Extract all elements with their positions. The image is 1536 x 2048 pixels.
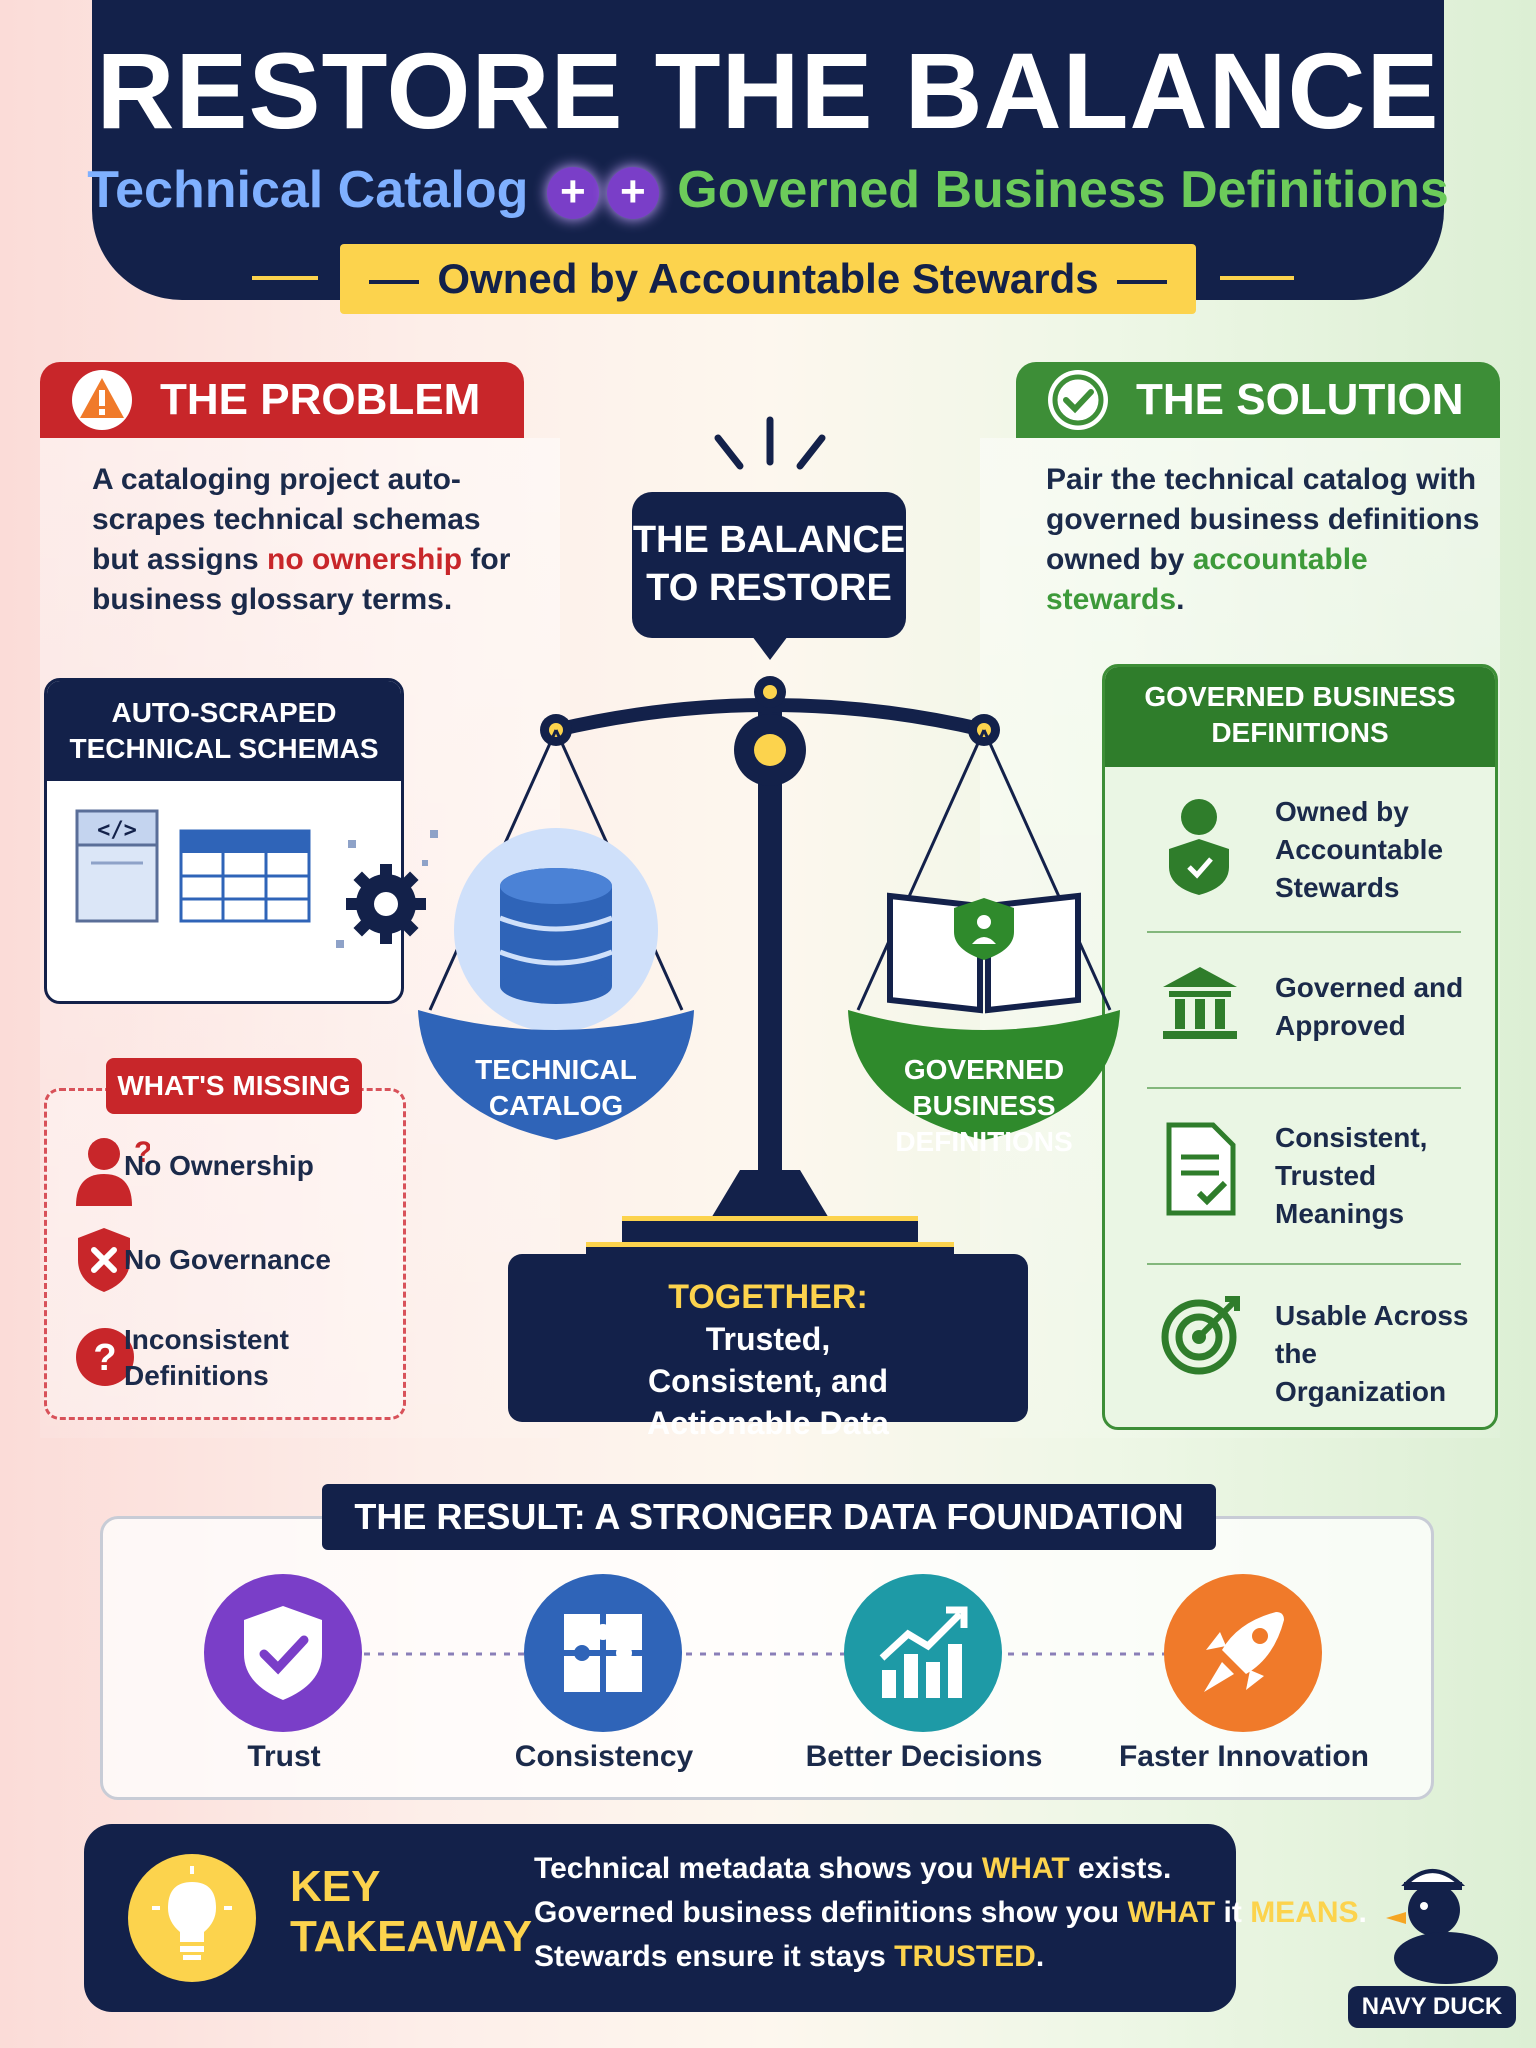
takeaway-line-3: Stewards ensure it stays TRUSTED. (534, 1940, 1045, 1973)
person-question-icon: ? (76, 1136, 150, 1206)
result-label: Better Decisions (805, 1740, 1043, 1773)
governed-definitions-card: GOVERNED BUSINESS DEFINITIONS Owned by A… (1102, 664, 1498, 1430)
warning-icon (72, 370, 132, 430)
result-label: Consistency (514, 1740, 694, 1773)
together-label: TOGETHER: (668, 1278, 868, 1316)
problem-description: A cataloging project auto-scrapes techni… (92, 460, 532, 620)
building-icon (1163, 967, 1237, 1039)
divider (1147, 1087, 1461, 1089)
whats-missing-title: WHAT'S MISSING (106, 1058, 362, 1114)
result-title: THE RESULT: A STRONGER DATA FOUNDATION (322, 1484, 1216, 1550)
governed-item: Governed and Approved (1275, 972, 1464, 1041)
governed-card-title: GOVERNED BUSINESS DEFINITIONS (1105, 667, 1495, 767)
ribbon-dash-left (252, 276, 318, 280)
governed-item: Owned by Accountable Stewards (1275, 796, 1444, 903)
problem-text-1: A cataloging project auto-scrapes techni… (92, 463, 481, 576)
divider (1147, 931, 1461, 933)
ribbon-dash-right (1220, 276, 1294, 280)
takeaway-title-2: TAKEAWAY (290, 1912, 533, 1961)
ribbon-text: Owned by Accountable Stewards (437, 255, 1099, 302)
subtitle-right: Governed Business Definitions (677, 161, 1449, 219)
problem-header: THE PROBLEM (40, 362, 524, 438)
solution-header: THE SOLUTION (1016, 362, 1500, 438)
governed-definitions-label: GOVERNED BUSINESS DEFINITIONS (895, 1054, 1073, 1157)
balance-scale-illustration (418, 416, 1120, 1272)
missing-item: No Ownership (124, 1150, 314, 1181)
lightbulb-icon (128, 1854, 256, 1982)
divider (1147, 1263, 1461, 1265)
shield-check-icon (244, 1606, 322, 1700)
solution-title: THE SOLUTION (1136, 375, 1464, 424)
puzzle-icon (564, 1614, 642, 1692)
target-icon (1161, 1296, 1240, 1375)
together-box: TOGETHER: Trusted, Consistent, and Actio… (508, 1254, 1028, 1441)
check-circle-icon (1048, 370, 1108, 430)
subtitle-left: Technical Catalog (87, 161, 529, 219)
problem-title: THE PROBLEM (160, 375, 481, 424)
svg-text:?: ? (93, 1337, 116, 1379)
table-icon (179, 829, 311, 923)
problem-highlight: no ownership (267, 543, 463, 576)
svg-text:?: ? (134, 1136, 150, 1169)
missing-item: Inconsistent Definitions (124, 1324, 289, 1391)
code-icon: </> (75, 809, 159, 923)
rocket-icon (1204, 1612, 1284, 1692)
technical-catalog-label: TECHNICAL CATALOG (475, 1054, 637, 1121)
duck-icon (1386, 1869, 1498, 1984)
plus-icon: + (606, 167, 659, 220)
problem-text-2: for business glossary terms. (92, 543, 511, 616)
key-takeaway-box (84, 1824, 1236, 2012)
brand-label: NAVY DUCK (1348, 1986, 1516, 2028)
question-icon: ? (76, 1328, 134, 1386)
solution-text-1: Pair the technical catalog with governed… (1046, 463, 1480, 576)
governed-item: Usable Across the Organization (1275, 1300, 1469, 1407)
missing-item: No Governance (124, 1244, 331, 1275)
solution-description: Pair the technical catalog with governed… (1046, 460, 1486, 620)
takeaway-line-2: Governed business definitions show you W… (534, 1896, 1367, 1929)
result-label: Faster Innovation (1118, 1740, 1370, 1773)
together-text: Trusted, Consistent, and Actionable Data (647, 1321, 889, 1441)
steward-icon (1169, 799, 1229, 895)
gear-icon (336, 830, 438, 948)
takeaway-line-1: Technical metadata shows you WHAT exists… (534, 1852, 1172, 1885)
subtitle: Technical Catalog ++ Governed Business D… (0, 160, 1536, 220)
schema-card-title: AUTO-SCRAPED TECHNICAL SCHEMAS (47, 681, 401, 781)
schema-illustration: </> (75, 809, 311, 923)
book-shield-icon (887, 892, 1081, 1014)
consistency-circle (524, 1574, 682, 1732)
solution-text-2: . (1176, 583, 1185, 616)
shield-x-icon (78, 1228, 130, 1292)
takeaway-title-1: KEY (290, 1862, 381, 1911)
plus-icon: + (546, 167, 599, 220)
main-title: RESTORE THE BALANCE (96, 30, 1440, 151)
growth-chart-icon (879, 1606, 968, 1698)
faster-innovation-circle (1164, 1574, 1322, 1732)
result-connector (280, 1652, 1280, 1656)
bubble-pointer (752, 636, 788, 660)
solution-highlight: accountable stewards (1046, 543, 1368, 616)
trust-circle (204, 1574, 362, 1732)
schema-card: AUTO-SCRAPED TECHNICAL SCHEMAS </> (44, 678, 404, 1004)
better-decisions-circle (844, 1574, 1002, 1732)
database-icon (499, 868, 613, 1004)
governed-item: Consistent, Trusted Meanings (1275, 1122, 1428, 1229)
document-check-icon (1166, 1122, 1236, 1216)
stewards-ribbon: Owned by Accountable Stewards (340, 244, 1196, 314)
balance-bubble: THE BALANCE TO RESTORE (632, 492, 906, 638)
code-glyph: </> (97, 818, 137, 843)
result-label: Trust (247, 1740, 321, 1773)
key-takeaway-title: KEY TAKEAWAY (290, 1862, 532, 1962)
